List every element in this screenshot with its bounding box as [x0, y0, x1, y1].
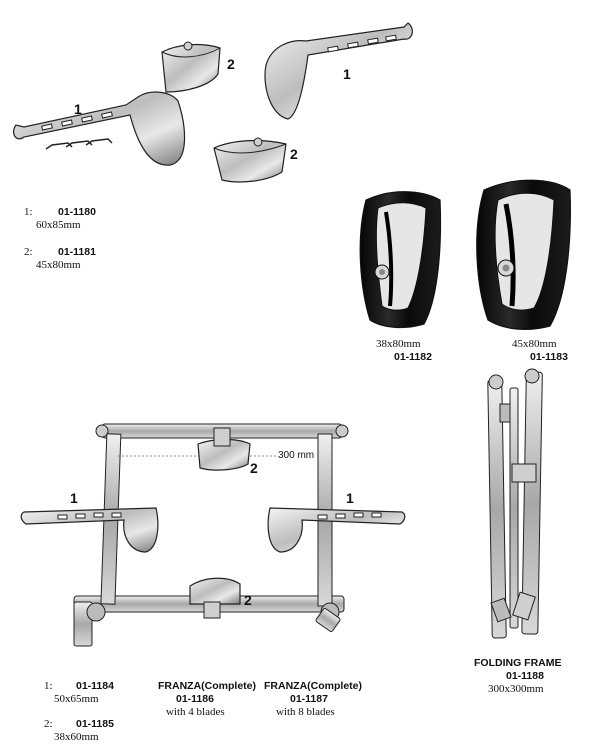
folding-frame-code: 01-1188 [506, 670, 544, 682]
short-blade-upper-illustration [161, 41, 221, 93]
short-blade-lower-illustration [213, 137, 287, 183]
dark-blade-right-code: 01-1183 [530, 351, 568, 363]
franza-8-note: with 8 blades [276, 706, 335, 718]
callout-frame-blade-right: 1 [346, 490, 354, 506]
callout-short-blade-lower: 2 [290, 146, 298, 162]
bottom-legend-item-1-code: 01-1184 [76, 680, 114, 692]
folding-frame-title: FOLDING FRAME [474, 657, 562, 669]
callout-short-blade-upper: 2 [227, 56, 235, 72]
dark-blade-left-illustration [359, 191, 442, 329]
callout-long-blade-left: 1 [74, 101, 82, 117]
bottom-legend-item-2-size: 38x60mm [54, 731, 99, 743]
franza-4-title: FRANZA(Complete) [158, 680, 256, 692]
callout-frame-blade-upper: 2 [250, 460, 258, 476]
dark-blade-left-code: 01-1182 [394, 351, 432, 363]
dark-blade-right-illustration [476, 179, 571, 330]
folding-frame-size: 300x300mm [488, 683, 544, 695]
bottom-legend-item-1-num: 1: [44, 680, 53, 692]
legend-item-1-code: 01-1180 [58, 206, 96, 218]
callout-frame-blade-left: 1 [70, 490, 78, 506]
frame-dimension-label: 300 mm [276, 449, 317, 462]
bottom-legend-item-2-num: 2: [44, 718, 53, 730]
folding-frame-illustration [487, 368, 543, 639]
franza-8-title: FRANZA(Complete) [264, 680, 362, 692]
dark-blade-right-size: 45x80mm [512, 338, 557, 350]
retractor-frame-illustration [20, 423, 406, 647]
bottom-legend-item-1-size: 50x65mm [54, 693, 99, 705]
franza-4-note: with 4 blades [166, 706, 225, 718]
long-blade-left-illustration [12, 91, 186, 166]
callout-frame-blade-lower: 2 [244, 592, 252, 608]
franza-8-code: 01-1187 [290, 693, 328, 705]
legend-item-2-num: 2: [24, 246, 33, 258]
long-blade-right-illustration [264, 22, 413, 120]
legend-item-1-size: 60x85mm [36, 219, 81, 231]
bottom-legend-item-2-code: 01-1185 [76, 718, 114, 730]
legend-item-1-num: 1: [24, 206, 33, 218]
franza-4-code: 01-1186 [176, 693, 214, 705]
dark-blade-left-size: 38x80mm [376, 338, 421, 350]
legend-item-2-size: 45x80mm [36, 259, 81, 271]
callout-long-blade-right: 1 [343, 66, 351, 82]
legend-item-2-code: 01-1181 [58, 246, 96, 258]
